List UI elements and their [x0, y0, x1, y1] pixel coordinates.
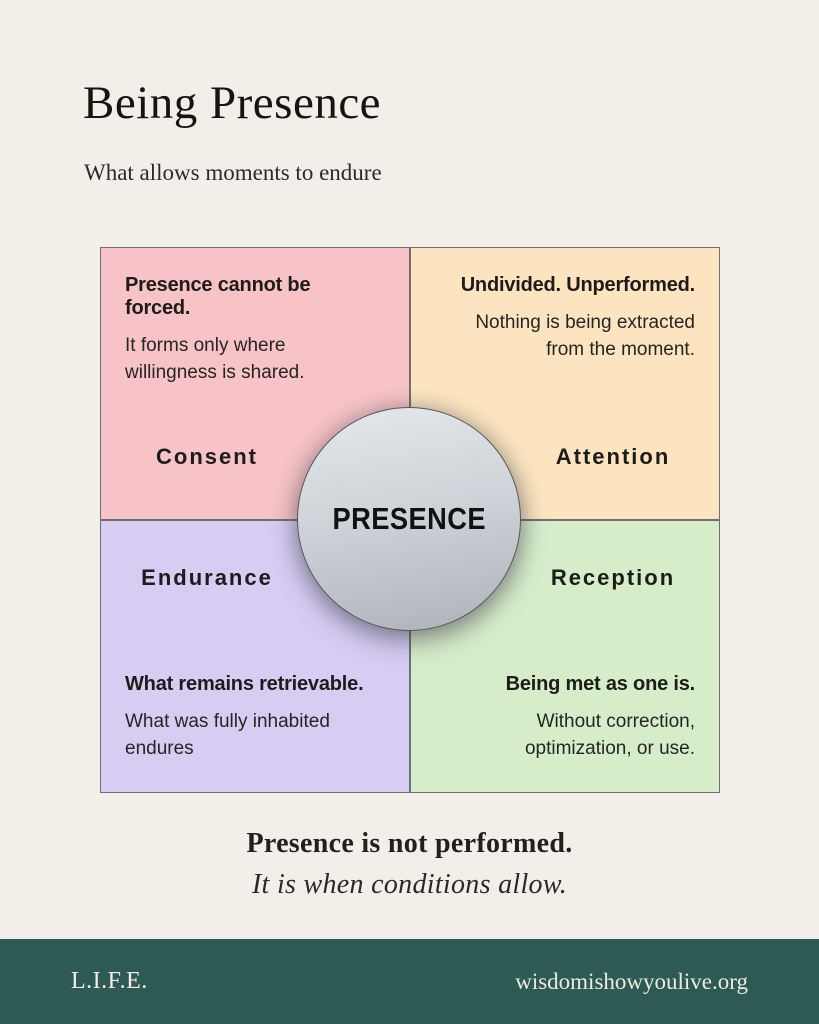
quadrant-attention-content: Undivided. Unperformed. Nothing is being… — [445, 274, 696, 364]
closing-statement-line2: It is when conditions allow. — [251, 869, 568, 900]
quadrant-consent-content: Presence cannot be forced. It forms only… — [125, 274, 375, 387]
quadrant-reception-label: Reception — [550, 565, 676, 590]
presence-circle: PRESENCE — [297, 407, 521, 631]
quadrant-endurance-body: What was fully inhabited endures — [125, 711, 330, 759]
closing-statement: Presence is not performed. It is when co… — [0, 828, 819, 901]
footer-website: wisdomishowyoulive.org — [515, 968, 748, 994]
quadrant-reception-heading: Being met as one is. — [505, 673, 696, 695]
quadrant-reception-content: Being met as one is. Without correction,… — [445, 673, 696, 763]
quadrant-endurance-label: Endurance — [141, 565, 273, 590]
footer-bar: L.I.F.E. wisdomishowyoulive.org — [0, 939, 819, 1024]
quadrant-attention-label: Attention — [555, 444, 671, 469]
quadrant-reception-body: Without correction, optimization, or use… — [524, 711, 695, 759]
quadrant-consent-label: Consent — [156, 444, 258, 469]
quadrant-endurance-content: What remains retrievable. What was fully… — [125, 673, 375, 763]
quadrant-consent-heading: Presence cannot be forced. — [125, 274, 311, 319]
footer-brand: L.I.F.E. — [71, 968, 148, 994]
page-title: Being Presence — [83, 77, 382, 129]
closing-statement-line1: Presence is not performed. — [246, 828, 573, 859]
quadrant-attention-body: Nothing is being extracted from the mome… — [475, 312, 695, 360]
page-subtitle: What allows moments to endure — [84, 160, 382, 185]
quadrant-endurance-heading: What remains retrievable. — [125, 673, 364, 695]
quadrant-consent-body: It forms only where willingness is share… — [125, 335, 305, 383]
quadrant-attention-heading: Undivided. Unperformed. — [460, 274, 696, 296]
quadrant-grid: Presence cannot be forced. It forms only… — [100, 247, 720, 793]
presence-circle-label: PRESENCE — [332, 501, 486, 536]
quadrant-consent: Presence cannot be forced. It forms only… — [101, 248, 409, 519]
